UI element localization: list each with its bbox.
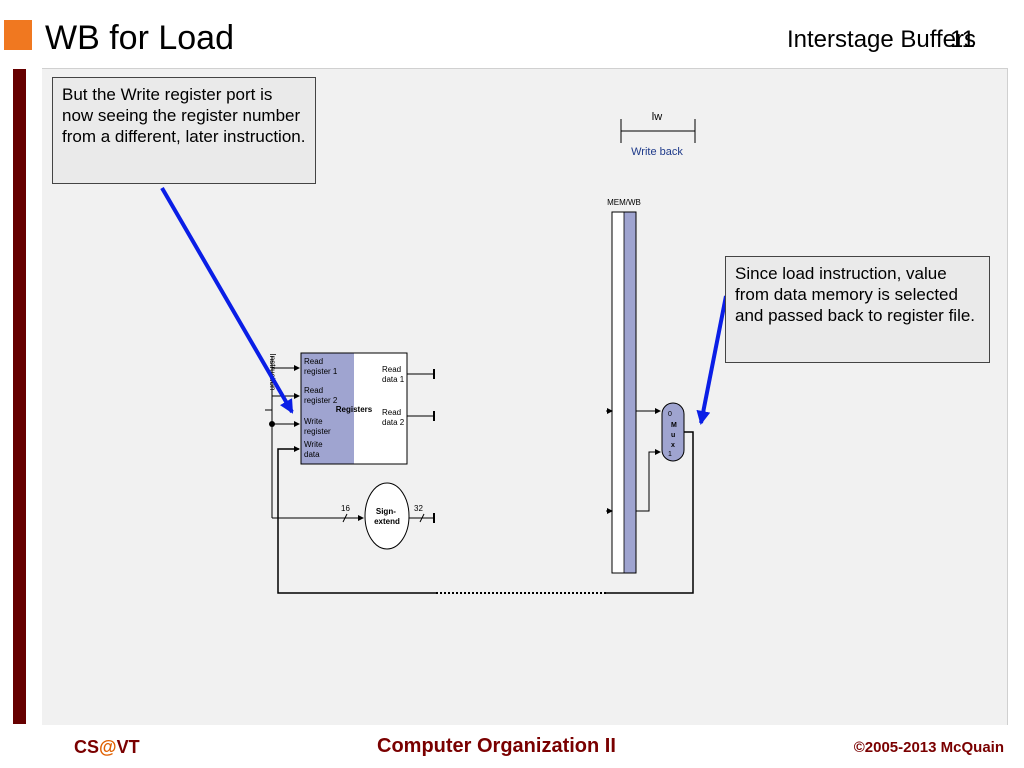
stage-bracket: [620, 119, 696, 143]
write-back-path-left: [277, 446, 436, 594]
read-data-2-label: Read data 2: [382, 408, 405, 427]
load-value-callout: Since load instruction, value from data …: [725, 256, 990, 363]
read-register-1-label: Read register 1: [304, 357, 338, 376]
footer-at: @: [99, 737, 117, 757]
stage-instruction-label: lw: [652, 111, 662, 123]
sign-extend-label: Sign- extend: [374, 507, 400, 526]
bits-out-label: 32: [414, 504, 423, 513]
footer-department: CS@VT: [74, 737, 140, 758]
mux-input-0-label: 0: [668, 411, 672, 418]
mux-label: M u x: [671, 422, 679, 449]
write-back-path-right: [606, 431, 694, 594]
section-title: Interstage Buffers: [787, 26, 976, 53]
bits-in-label: 16: [341, 504, 350, 513]
read-data-1-label: Read data 1: [382, 365, 405, 384]
mux-input-1-wire: [636, 449, 661, 512]
write-register-callout: But the Write register port is now seein…: [52, 77, 316, 184]
footer-copyright: ©2005-2013 McQuain: [853, 739, 1004, 756]
sign-extend-unit: [364, 482, 410, 550]
write-data-label: Write data: [304, 440, 325, 459]
slide-number: 11: [950, 26, 975, 53]
write-register-pointer-arrow: [160, 186, 294, 414]
stage-name-label: Write back: [631, 146, 683, 158]
registers-title: Registers: [336, 405, 373, 414]
footer-cs: CS: [74, 737, 100, 757]
page-title: WB for Load: [45, 19, 234, 57]
footer-course-title: Computer Organization II: [377, 735, 616, 757]
write-register-label: Write register: [304, 417, 331, 436]
mux-input-1-label: 1: [668, 451, 672, 458]
mem-wb-highlight: [624, 212, 636, 573]
read-register-2-label: Read register 2: [304, 386, 338, 405]
mem-wb-label: MEM/WB: [607, 198, 641, 207]
mux-output-pointer-arrow: [696, 295, 728, 425]
registers-highlight: [301, 353, 354, 464]
title-accent-square: [4, 20, 32, 50]
left-accent-bar: [13, 69, 26, 724]
footer-vt: VT: [116, 737, 140, 757]
